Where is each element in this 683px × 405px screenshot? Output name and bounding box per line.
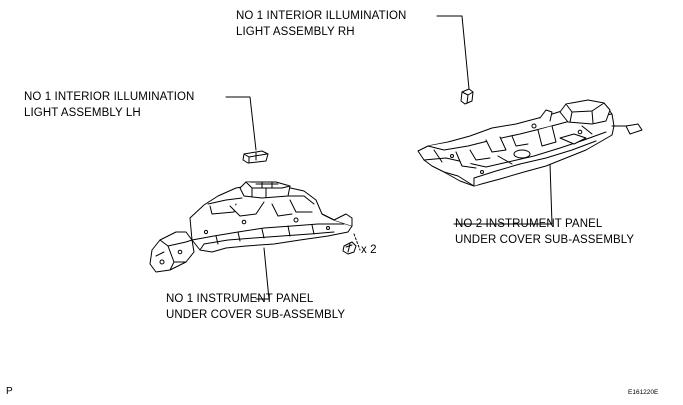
light-assembly-lh-part — [242, 150, 269, 164]
panel-1-part — [149, 181, 353, 273]
label-screw-quantity: x 2 — [361, 244, 377, 256]
screw-part — [342, 233, 361, 255]
leader-panel-1 — [255, 247, 270, 300]
light-assembly-rh-part — [460, 88, 474, 105]
label-light-rh: NO 1 INTERIOR ILLUMINATION LIGHT ASSEMBL… — [236, 10, 407, 38]
figure-code: E161220E — [628, 389, 659, 396]
leader-panel-2 — [453, 163, 553, 225]
corner-mark-left: P — [6, 386, 13, 397]
label-panel-2: NO 2 INSTRUMENT PANEL UNDER COVER SUB-AS… — [455, 218, 635, 246]
panel-2-part — [417, 99, 643, 187]
leader-light-lh — [225, 96, 257, 151]
leader-light-rh — [436, 15, 470, 90]
label-light-lh: NO 1 INTERIOR ILLUMINATION LIGHT ASSEMBL… — [24, 91, 195, 119]
leader-lines — [225, 15, 553, 300]
label-panel-1: NO 1 INSTRUMENT PANEL UNDER COVER SUB-AS… — [166, 293, 346, 321]
